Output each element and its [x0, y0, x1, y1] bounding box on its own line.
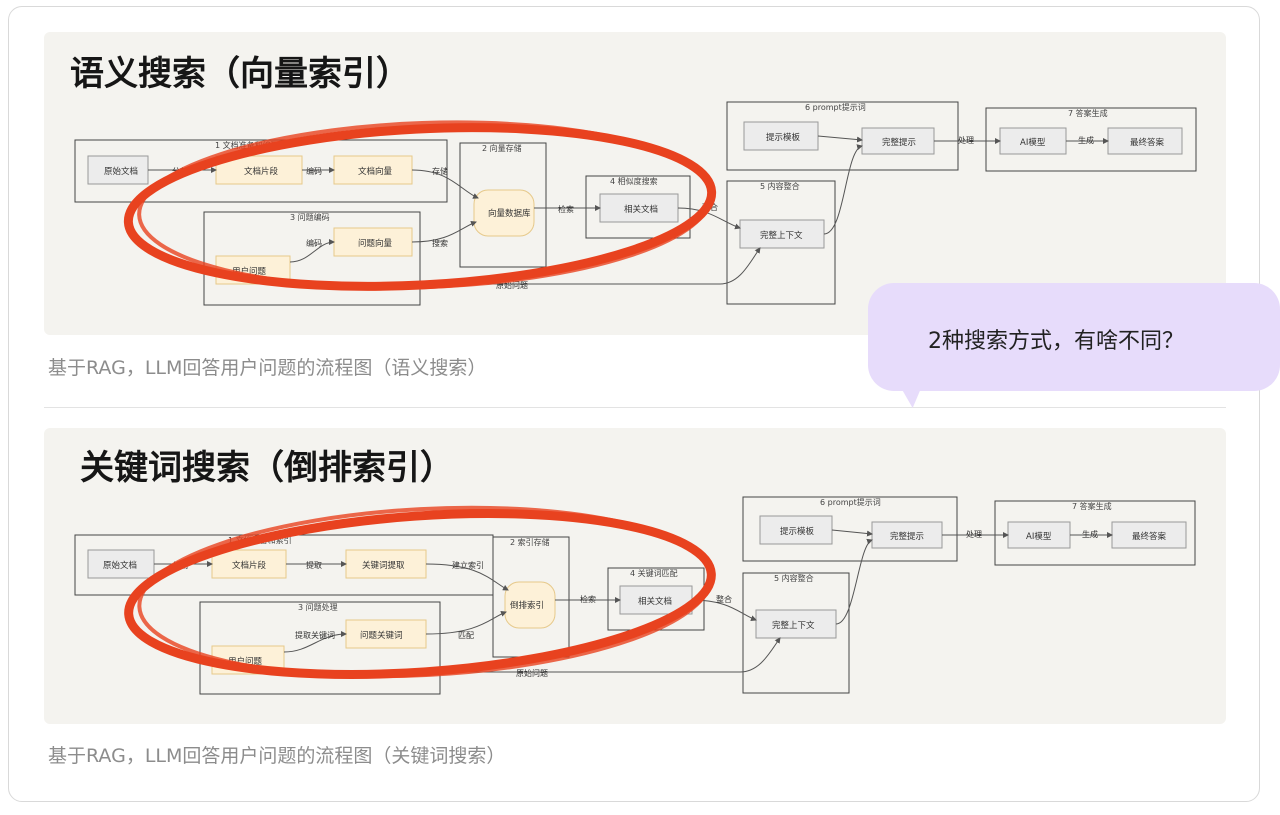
group2-prompt	[742, 496, 958, 562]
edge-encode1-label: 编码	[306, 166, 322, 176]
node-doc-chunk-label: 文档片段	[244, 166, 279, 177]
edge2-retrieve-label: 检索	[580, 594, 596, 604]
node-prompt-template-label: 提示模板	[766, 132, 801, 143]
node2-raw-doc	[87, 549, 155, 579]
edge-generate-label: 生成	[1078, 135, 1094, 145]
keyword-search-title: 关键词搜索（倒排索引）	[80, 448, 454, 488]
group-similarity-search	[585, 175, 691, 239]
node-full-context	[739, 219, 825, 249]
node-vector-db	[473, 189, 535, 237]
edge2-original-question-label: 原始问题	[516, 668, 548, 678]
edge2-extract-kw-label: 提取关键词	[295, 630, 335, 640]
node2-full-prompt	[871, 521, 943, 549]
group2-question-proc-label: 3 问题处理	[298, 602, 338, 612]
semantic-search-caption: 基于RAG，LLM回答用户问题的流程图（语义搜索）	[48, 357, 487, 379]
node-ai-model	[999, 127, 1067, 155]
node-final-answer	[1107, 127, 1183, 155]
node-related-docs-label: 相关文档	[624, 204, 658, 215]
node-full-context-label: 完整上下文	[760, 230, 803, 241]
node2-related-docs-label: 相关文档	[638, 596, 672, 607]
group2-merge	[742, 572, 850, 694]
group2-merge-label: 5 内容整合	[774, 573, 814, 583]
edge-encode2-label: 编码	[306, 238, 322, 248]
node-doc-vector-label: 文档向量	[358, 166, 393, 177]
group-prompt-label: 6 prompt提示词	[805, 102, 866, 112]
node2-final-answer	[1111, 521, 1187, 549]
group-doc-prep	[74, 139, 448, 203]
edge2-generate-label: 生成	[1082, 529, 1098, 539]
node2-full-prompt-label: 完整提示	[890, 531, 924, 542]
edge2-extract-label: 提取	[306, 560, 322, 570]
edge-store-label: 存储	[432, 166, 448, 176]
node2-doc-chunk-label: 文档片段	[232, 560, 267, 571]
node2-full-context	[755, 609, 837, 639]
node2-doc-chunk	[211, 549, 287, 579]
group-merge-label: 5 内容整合	[760, 181, 800, 191]
node-question-vector-label: 问题向量	[358, 238, 393, 249]
node2-question-keyword	[345, 619, 427, 649]
group2-keyword-match-label: 4 关键词匹配	[630, 568, 678, 578]
node2-inverted-index-label: 倒排索引	[510, 600, 544, 611]
group2-answer	[994, 500, 1196, 566]
edge2-merge-label: 整合	[716, 594, 732, 604]
comment-bubble	[868, 283, 1280, 391]
group-question-encode-label: 3 问题编码	[290, 212, 330, 222]
group2-question-proc	[199, 601, 441, 695]
node-final-answer-label: 最终答案	[1130, 137, 1165, 148]
node-user-question-label: 用户问题	[232, 266, 267, 277]
edge2-match-label: 匹配	[458, 631, 474, 640]
edge2-process-label: 处理	[966, 529, 982, 539]
node-raw-doc-label: 原始文档	[104, 166, 138, 177]
node2-question-keyword-label: 问题关键词	[360, 630, 403, 641]
group2-prompt-label: 6 prompt提示词	[820, 497, 881, 507]
node-full-prompt	[861, 127, 935, 155]
node2-keyword-extract	[345, 549, 427, 579]
group-vector-store-label: 2 向量存储	[482, 143, 522, 153]
group-prompt	[726, 101, 959, 171]
group-answer	[985, 107, 1197, 172]
edge-search-label: 搜索	[432, 238, 448, 248]
group2-answer-label: 7 答案生成	[1072, 501, 1112, 511]
comment-bubble-tail	[895, 378, 931, 408]
group-vector-store	[459, 142, 547, 268]
node-raw-doc	[87, 155, 149, 185]
node-full-prompt-label: 完整提示	[882, 137, 916, 148]
node2-ai-model-label: AI模型	[1026, 531, 1052, 542]
node-ai-model-label: AI模型	[1020, 137, 1046, 148]
edge-original-question-label: 原始问题	[496, 280, 528, 290]
edge-process-label: 处理	[958, 135, 974, 145]
comment-bubble-text: 2种搜索方式，有啥不同？	[928, 329, 1184, 354]
group2-index-store-label: 2 索引存储	[510, 537, 550, 547]
group-question-encode	[203, 211, 421, 306]
node2-user-question-label: 用户问题	[228, 656, 263, 667]
semantic-search-title: 语义搜索（向量索引）	[70, 54, 410, 94]
group-merge	[726, 180, 836, 305]
node2-full-context-label: 完整上下文	[772, 620, 815, 631]
node2-keyword-extract-label: 关键词提取	[362, 560, 405, 571]
group-answer-label: 7 答案生成	[1068, 108, 1108, 118]
node-vector-db-label: 向量数据库	[488, 208, 531, 219]
keyword-search-caption: 基于RAG，LLM回答用户问题的流程图（关键词搜索）	[48, 745, 506, 767]
edge-retrieve-label: 检索	[558, 204, 574, 214]
node2-inverted-index	[504, 581, 556, 629]
node2-final-answer-label: 最终答案	[1132, 531, 1167, 542]
node2-prompt-template-label: 提示模板	[780, 526, 815, 537]
node2-raw-doc-label: 原始文档	[103, 560, 137, 571]
edge2-build-index-label: 建立索引	[452, 560, 484, 570]
node-prompt-template	[743, 121, 819, 151]
section-divider	[44, 407, 1226, 408]
group-similarity-label: 4 相似度搜索	[610, 176, 658, 186]
